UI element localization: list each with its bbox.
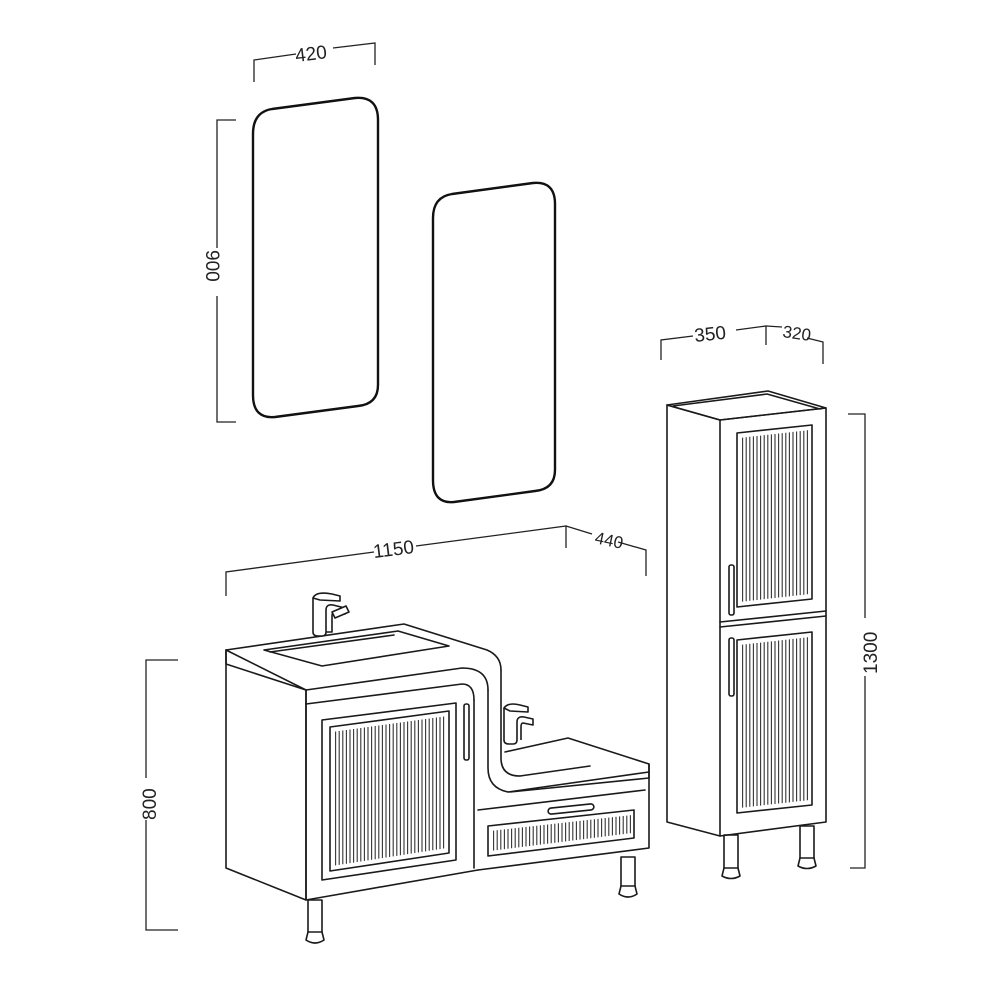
dim-column-width-depth: 350 320	[660, 322, 824, 364]
vanity-width-label: 1150	[372, 537, 415, 563]
tall-column-cabinet	[666, 390, 827, 880]
mirror-height-label: 900	[201, 250, 222, 282]
column-depth-label: 320	[781, 322, 812, 345]
dim-vanity-height: 800	[140, 659, 178, 931]
column-height-label: 1300	[861, 632, 882, 674]
drawer-handle	[547, 803, 595, 815]
faucet-secondary	[503, 703, 534, 745]
mirror-right	[431, 181, 557, 504]
dim-vanity-width-depth: 1150 440	[225, 525, 647, 596]
mirror-left	[251, 96, 380, 419]
vanity-height-label: 800	[140, 788, 161, 820]
dim-mirror-height: 900	[201, 119, 236, 423]
dim-mirror-width: 420	[253, 42, 376, 82]
faucet-main	[312, 592, 350, 637]
column-width-label: 350	[693, 323, 727, 347]
dim-column-height: 1300	[848, 413, 882, 869]
mirror-width-label: 420	[294, 42, 328, 67]
vanity-depth-label: 440	[593, 528, 625, 552]
vanity-cabinet	[225, 623, 650, 944]
